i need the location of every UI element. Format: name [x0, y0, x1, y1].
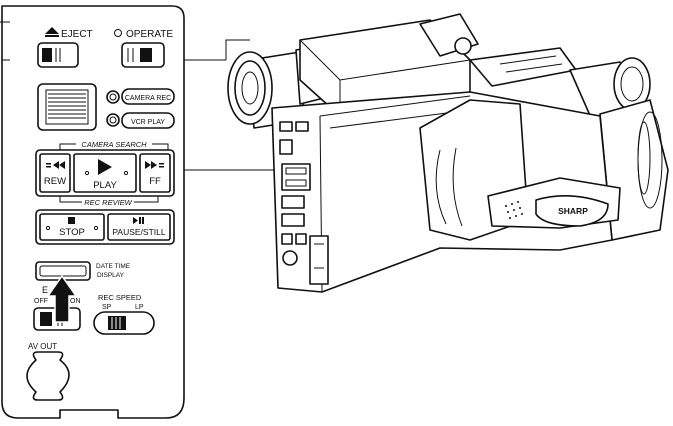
callout-lines — [0, 21, 274, 171]
camera-search-group: CAMERA SEARCH — [59, 140, 169, 150]
transport-row-1: REW PLAY FF — [35, 149, 175, 197]
eject-icon — [45, 27, 59, 34]
strap-perforations — [505, 201, 523, 219]
rew-label: REW — [44, 176, 66, 187]
pause-still-label: PAUSE/STILL — [112, 227, 165, 237]
transport-row-2: STOP PAUSE/STILL — [35, 209, 175, 245]
av-out-label: AV OUT — [28, 342, 57, 351]
camera-rec-badge — [121, 88, 175, 105]
eject-icon-bar — [45, 35, 59, 37]
av-out-cover[interactable] — [26, 351, 70, 401]
camera-vcr-switch[interactable] — [37, 83, 97, 131]
rewind-icon — [46, 161, 65, 169]
play-icon — [98, 159, 112, 175]
eject-slider-knob — [42, 48, 52, 62]
eject-label: EJECT — [61, 29, 93, 40]
play-button[interactable] — [73, 153, 137, 193]
operate-label: OPERATE — [126, 29, 173, 40]
stop-icon — [68, 217, 75, 224]
ff-label: FF — [149, 176, 161, 187]
rec-speed-control[interactable]: REC SPEED SP LP — [93, 293, 155, 335]
on-label: ON — [70, 298, 81, 305]
eject-control[interactable]: EJECT — [37, 27, 93, 68]
off-label: OFF — [34, 298, 48, 305]
switch-ridges — [48, 93, 86, 119]
operate-slider-knob — [140, 48, 152, 62]
pause-icon — [133, 217, 144, 224]
stop-button[interactable] — [39, 213, 105, 241]
vcr-play-lamp — [106, 113, 120, 127]
camera-vcr-selector[interactable]: CAMERA REC VCR PLAY — [37, 83, 175, 131]
date-time-display-control[interactable]: DATE TIME DISPLAY — [35, 261, 131, 281]
camera-search-label: CAMERA SEARCH — [81, 140, 147, 149]
control-panel: EJECT OPERATE — [1, 5, 185, 419]
camera-rec-lamp — [106, 90, 120, 104]
hand-strap: SHARP — [487, 177, 621, 229]
sharp-brand-label: SHARP — [558, 206, 588, 216]
play-label: PLAY — [93, 180, 117, 191]
rec-speed-slider-knob — [108, 316, 126, 330]
power-slider-knob — [40, 312, 52, 326]
e-label: E — [42, 285, 48, 295]
rec-review-group: REC REVIEW — [59, 196, 159, 207]
camera-top — [299, 13, 577, 117]
sp-label: SP — [102, 304, 112, 311]
vcr-play-label: VCR PLAY — [131, 119, 165, 126]
date-time-label-line2: DISPLAY — [97, 272, 125, 279]
fast-forward-icon — [145, 161, 164, 169]
lp-label: LP — [135, 304, 144, 311]
operate-indicator-lamp — [114, 29, 122, 37]
av-out-jack[interactable]: AV OUT — [26, 342, 70, 401]
vcr-play-badge — [121, 112, 175, 129]
rec-review-label: REC REVIEW — [84, 198, 132, 207]
pointer-arrow-icon — [46, 274, 78, 323]
date-time-label-line1: DATE TIME — [96, 263, 131, 270]
stop-label: STOP — [59, 227, 85, 238]
pause-still-button[interactable] — [107, 213, 171, 241]
camera-rec-label: CAMERA REC — [125, 95, 171, 102]
rec-speed-label: REC SPEED — [98, 293, 142, 302]
camcorder-illustration: SHARP — [227, 13, 669, 293]
operate-control[interactable]: OPERATE — [114, 29, 174, 68]
